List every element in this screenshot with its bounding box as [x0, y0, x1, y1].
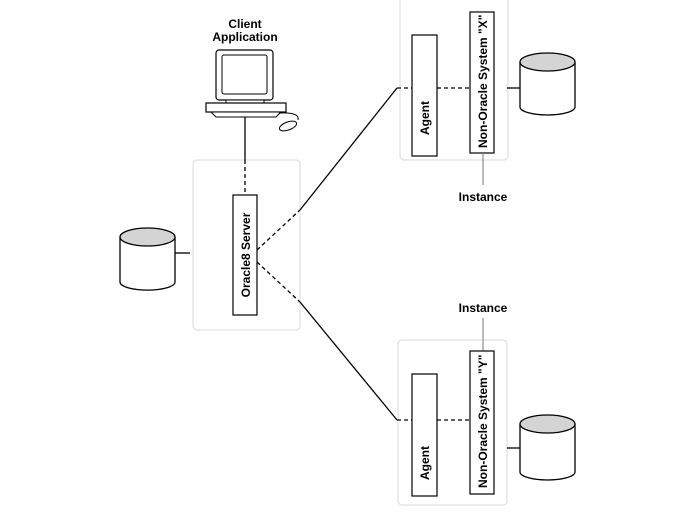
agent-y-box	[411, 373, 438, 497]
client-label-line2: Application	[212, 30, 277, 44]
link-server-to-x-dashed	[256, 209, 301, 251]
system-y-frame	[397, 339, 508, 506]
instance-x-label: Instance	[459, 190, 508, 204]
database-y-icon	[519, 414, 576, 481]
oracle8-server-box	[232, 194, 258, 316]
agent-y-label: Agent	[418, 446, 432, 480]
link-server-to-y-solid	[299, 301, 398, 421]
non-oracle-system-y-box	[469, 350, 495, 495]
link-server-to-x-solid	[299, 87, 398, 211]
link-server-to-y-dashed	[256, 261, 301, 303]
server-frame	[192, 159, 301, 331]
non-oracle-system-x-label: Non-Oracle System "X"	[476, 15, 490, 148]
agent-x-label: Agent	[418, 101, 432, 135]
system-x-frame	[399, 0, 509, 161]
client-computer-icon	[205, 49, 299, 132]
client-label-line1: Client	[228, 17, 261, 31]
database-x-icon	[519, 52, 576, 116]
local-database-icon	[119, 227, 176, 291]
non-oracle-system-y-label: Non-Oracle System "Y"	[476, 355, 490, 488]
instance-y-label: Instance	[459, 301, 508, 315]
non-oracle-system-x-box	[469, 11, 495, 154]
oracle8-server-label: Oracle8 Server	[239, 212, 253, 297]
agent-x-box	[411, 34, 438, 157]
